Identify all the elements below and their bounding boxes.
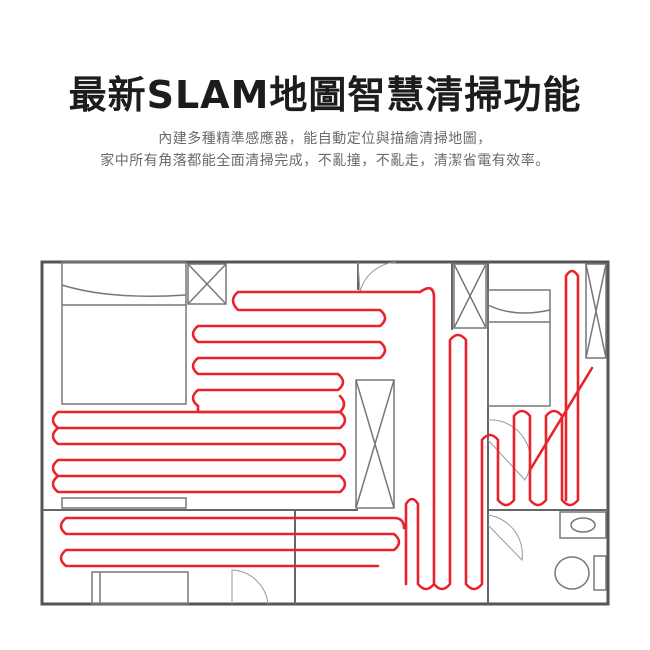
path-middle-left xyxy=(51,410,347,478)
bed-left xyxy=(61,261,187,405)
door-swing-bath xyxy=(487,514,523,562)
path-vertical-center-2 xyxy=(432,333,500,591)
wardrobe-3 xyxy=(453,263,487,329)
wardrobe-4 xyxy=(585,263,607,359)
path-bottom-left xyxy=(59,516,406,568)
bed-right-frame xyxy=(487,289,551,407)
desk-shelf xyxy=(61,497,187,509)
cleaning-path xyxy=(51,269,594,591)
path-right-diagonal xyxy=(528,366,594,472)
wardrobes xyxy=(187,263,607,509)
path-middle-left-top xyxy=(196,394,346,414)
furniture xyxy=(61,497,189,605)
sofa xyxy=(91,571,189,605)
bathroom xyxy=(554,511,607,591)
wardrobe-2-x2 xyxy=(355,379,395,509)
door-swing-top xyxy=(357,261,397,293)
toilet xyxy=(554,556,590,590)
headline: 最新SLAM地圖智慧清掃功能 xyxy=(68,73,582,117)
door-swing-bottom xyxy=(231,569,269,605)
bed-right-pillow xyxy=(487,304,551,314)
door-swing-right xyxy=(487,419,531,481)
toilet-tank xyxy=(593,555,607,591)
path-middle-left-tail xyxy=(51,410,342,430)
walls xyxy=(40,260,610,606)
bed-left-pillow xyxy=(61,284,187,297)
path-middle-left-end xyxy=(51,474,347,494)
outer-wall xyxy=(40,260,610,606)
wardrobe-3-x2 xyxy=(453,263,487,329)
bed-right xyxy=(487,289,551,407)
wardrobe-1-x2 xyxy=(187,263,227,305)
path-right-loops xyxy=(496,269,580,507)
description-line-1: 內建多種精準感應器，能自動定位與描繪清掃地圖， xyxy=(158,131,492,147)
path-top-left xyxy=(191,290,422,408)
description-line-2: 家中所有角落都能全面清掃完成，不亂撞，不亂走，清潔省電有效率。 xyxy=(100,153,550,169)
wardrobe-2 xyxy=(355,379,395,509)
wardrobe-1 xyxy=(187,263,227,305)
bed-left-frame xyxy=(61,261,187,405)
sink-basin xyxy=(570,517,596,533)
sink xyxy=(559,511,607,539)
wardrobe-4-x2 xyxy=(585,263,607,359)
path-vertical-center xyxy=(404,286,436,591)
